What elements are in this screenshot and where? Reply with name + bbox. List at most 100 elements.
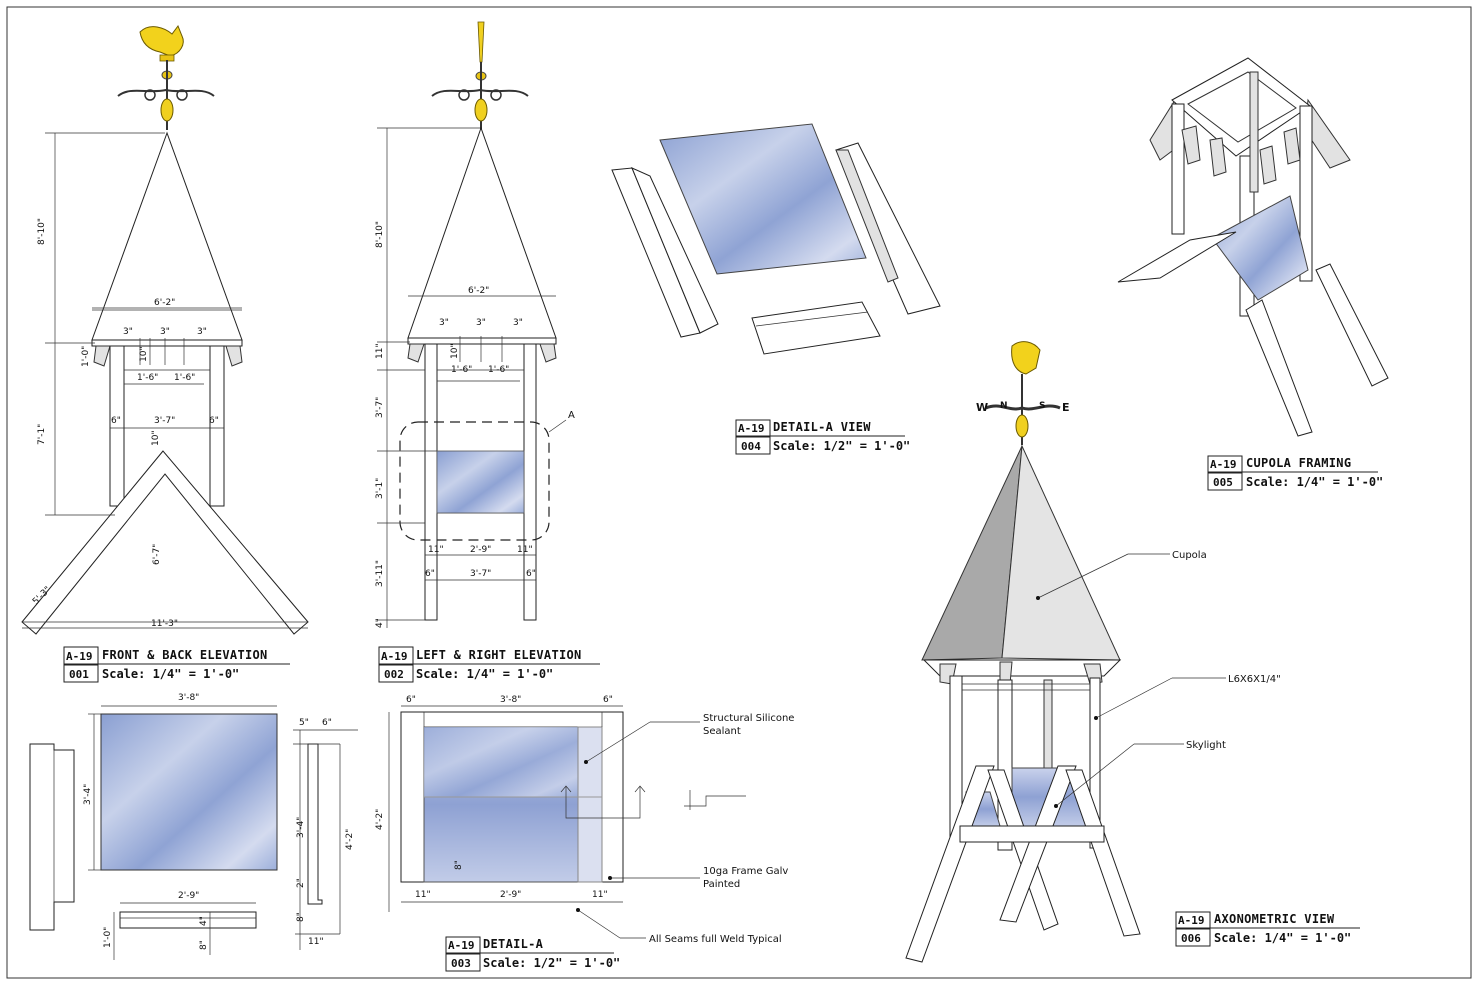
dim-roof-width: 6'-2" [154, 298, 175, 308]
svg-text:A-19: A-19 [1178, 914, 1205, 927]
dim-glass-width: 2'-9" [470, 545, 491, 555]
dim-span-b: 1'-6" [174, 373, 195, 383]
dim-roof-height: 8'-10" [37, 218, 47, 245]
note-sealant-line-2: Sealant [703, 726, 741, 737]
dim-span-a: 1'-6" [451, 365, 472, 375]
dim-gap-3: 3" [197, 327, 207, 337]
dim-inner-height: 3'-4" [296, 817, 306, 838]
vane-letter-east: E [1062, 401, 1070, 414]
dim-bottom-right: 11" [592, 890, 608, 900]
view-scale: Scale: 1/4" = 1'-0" [1214, 931, 1351, 945]
dim-lower-height: 3'-11" [375, 560, 385, 587]
note-frame-line-2: Painted [703, 879, 740, 890]
dim-sill-top: 4" [199, 916, 209, 926]
dim-outer-height: 4'-2" [345, 829, 355, 850]
title-block-001: A-19 001 FRONT & BACK ELEVATION Scale: 1… [63, 646, 290, 683]
vane-letter-west: W [976, 401, 988, 414]
skylight-glass [436, 450, 525, 514]
dim-gap-1: 3" [439, 318, 449, 328]
svg-text:A-19: A-19 [738, 422, 765, 435]
dim-inset: 8" [454, 860, 464, 870]
dim-bottom-left: 11" [415, 890, 431, 900]
svg-text:003: 003 [451, 957, 471, 970]
title-block-002: A-19 002 LEFT & RIGHT ELEVATION Scale: 1… [378, 646, 600, 683]
dim-flange-b: 6" [322, 718, 332, 728]
note-sealant-line-1: Structural Silicone [703, 713, 794, 724]
svg-text:002: 002 [384, 668, 404, 681]
view-title: DETAIL-A VIEW [773, 420, 871, 434]
svg-text:006: 006 [1181, 932, 1201, 945]
view-scale: Scale: 1/2" = 1'-0" [773, 439, 910, 453]
glass-panel [100, 713, 278, 871]
vane-letter-south: S [1039, 401, 1045, 411]
callout-label: A [568, 410, 575, 421]
dim-lip: 2" [296, 878, 306, 888]
view-title: AXONOMETRIC VIEW [1214, 912, 1335, 926]
dim-post-left: 6" [111, 416, 121, 426]
view-scale: Scale: 1/4" = 1'-0" [416, 667, 553, 681]
dim-post-right: 6" [526, 569, 536, 579]
view-title: CUPOLA FRAMING [1246, 456, 1351, 470]
sill-section: 2'-9" 1'-0" 4" 8" [103, 891, 257, 960]
dim-brace-height: 6'-7" [152, 544, 162, 565]
dim-inner-width: 3'-7" [470, 569, 491, 579]
note-seams: All Seams full Weld Typical [649, 934, 782, 945]
view-title: FRONT & BACK ELEVATION [102, 648, 268, 662]
vane-letter-north: N [1000, 401, 1008, 411]
front-back-elevation: 8'-10" 6'-2" 1'-0" 3" 3" 3" 10" 1'-6" 1'… [21, 24, 309, 683]
view-title: LEFT & RIGHT ELEVATION [416, 648, 582, 662]
svg-text:A-19: A-19 [448, 939, 475, 952]
svg-text:A-19: A-19 [66, 650, 93, 663]
dim-sill-width: 2'-9" [178, 891, 199, 901]
dim-sill-height: 1'-0" [103, 927, 113, 948]
svg-text:004: 004 [741, 440, 761, 453]
dim-panel-height: 3'-4" [83, 784, 93, 805]
dim-post-left: 6" [425, 569, 435, 579]
dim-base-width: 11" [308, 937, 324, 947]
dim-gap-2: 3" [476, 318, 486, 328]
cupola-framing-view: A-19 005 CUPOLA FRAMING Scale: 1/4" = 1'… [1117, 57, 1389, 491]
dim-post-depth: 10" [450, 343, 460, 359]
view-scale: Scale: 1/4" = 1'-0" [102, 667, 239, 681]
weather-vane-icon [117, 24, 215, 130]
weather-vane-icon: W E N S [976, 341, 1070, 445]
svg-text:001: 001 [69, 668, 89, 681]
svg-text:A-19: A-19 [381, 650, 408, 663]
dim-width: 3'-8" [500, 695, 521, 705]
dim-body-height: 7'-1" [37, 424, 47, 445]
callout-cupola: Cupola [1172, 550, 1207, 561]
dim-height: 4'-2" [375, 809, 385, 830]
glass-panel-view: 3'-8" 3'-4" [83, 693, 278, 871]
dim-base-width: 11'-3" [151, 619, 178, 629]
dim-right-frame: 6" [603, 695, 613, 705]
dim-glass-left: 11" [428, 545, 444, 555]
callout-a-boundary [399, 421, 550, 541]
dim-sill-bottom: 8" [199, 940, 209, 950]
dim-post-right: 6" [209, 416, 219, 426]
dim-left-frame: 6" [406, 695, 416, 705]
sheet-border [6, 6, 1472, 979]
dim-bottom-width: 2'-9" [500, 890, 521, 900]
dim-panel-width: 3'-8" [178, 693, 199, 703]
dim-roof-height: 8'-10" [375, 221, 385, 248]
detail-a: 6" 3'-8" 6" 4'-2" 8" 11" 2'-9" 11" Struc… [375, 695, 794, 972]
view-scale: Scale: 1/2" = 1'-0" [483, 956, 620, 970]
title-block-006: A-19 006 AXONOMETRIC VIEW Scale: 1/4" = … [1175, 911, 1360, 947]
dim-span-b: 1'-6" [488, 365, 509, 375]
dim-post-depth: 10" [139, 346, 149, 362]
title-block-005: A-19 005 CUPOLA FRAMING Scale: 1/4" = 1'… [1207, 455, 1383, 491]
view-title: DETAIL-A [483, 937, 544, 951]
title-block-004: A-19 004 DETAIL-A VIEW Scale: 1/2" = 1'-… [735, 419, 910, 455]
svg-text:A-19: A-19 [1210, 458, 1237, 471]
view-scale: Scale: 1/4" = 1'-0" [1246, 475, 1383, 489]
left-right-elevation: A 8'-10" 6'-2" 11" 3" 3" 3" 10" 1'-6" 1'… [375, 21, 600, 683]
dim-base: 4" [375, 618, 385, 628]
weather-vane-icon [431, 21, 529, 130]
frame-section: 5" 6" 3'-4" 4'-2" 2" 8" 11" [293, 718, 358, 950]
dim-span-a: 1'-6" [137, 373, 158, 383]
dim-glass-right: 11" [517, 545, 533, 555]
dim-gap-2: 3" [160, 327, 170, 337]
glass-pane [659, 123, 867, 275]
profile-section [29, 743, 75, 931]
